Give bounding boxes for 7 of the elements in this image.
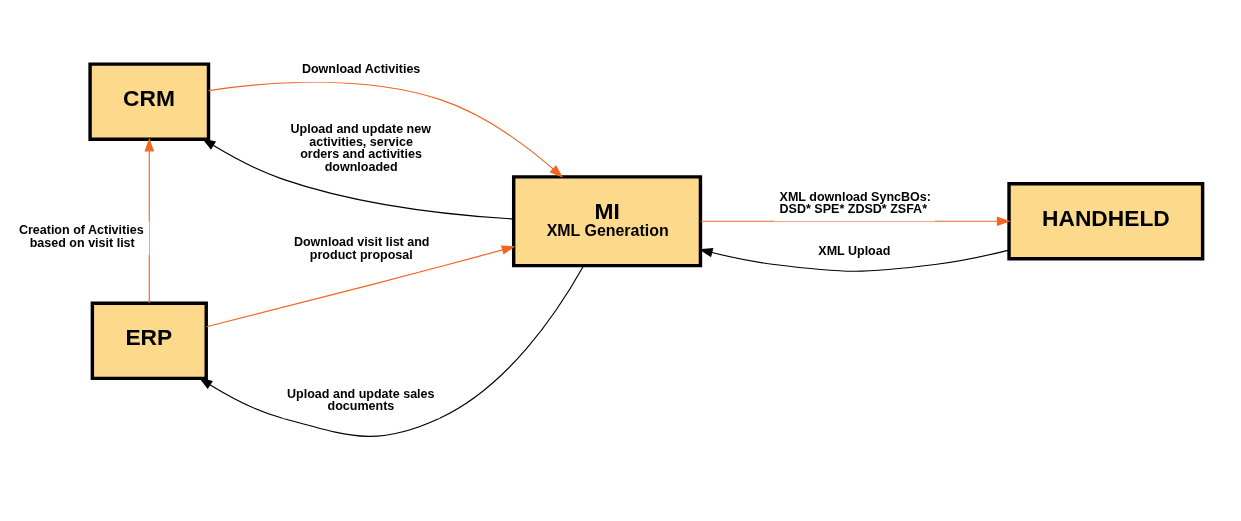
edge-label: XML download SyncBOs: DSD* SPE* ZDSD* ZSFA* <box>779 189 931 217</box>
edge-label: Download visit list and product proposal <box>293 235 430 262</box>
edge-label: Download Activities <box>301 61 421 76</box>
edge-label: Creation of Activities based on visit list <box>18 223 144 250</box>
edge-label: Upload and update sales documents <box>287 386 435 414</box>
edge-label: Upload and update new activities, service orders and activities downloaded <box>290 122 431 174</box>
edge-label: XML Upload <box>818 244 891 259</box>
